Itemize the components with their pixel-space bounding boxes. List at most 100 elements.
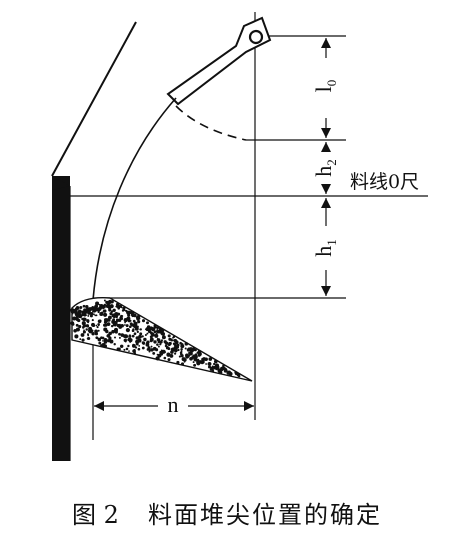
burden-particle — [125, 324, 129, 328]
burden-particle — [110, 310, 114, 313]
burden-particle — [139, 332, 143, 336]
burden-particle — [87, 320, 90, 323]
burden-particle — [139, 328, 142, 331]
burden-particle — [91, 331, 95, 336]
burden-particle — [200, 361, 204, 365]
burden-particle — [91, 319, 94, 322]
burden-particle — [155, 348, 159, 352]
burden-particle — [208, 357, 213, 361]
burden-particle — [205, 363, 208, 365]
burden-particle — [103, 318, 108, 322]
burden-particle — [90, 329, 94, 333]
burden-particle — [125, 328, 130, 333]
burden-particle — [135, 336, 140, 340]
burden-particle — [177, 348, 180, 352]
throat-slope-line — [51, 21, 137, 177]
burden-particle — [176, 360, 180, 364]
burden-particle — [141, 335, 144, 338]
burden-particle — [197, 353, 201, 357]
chute-pivot — [248, 29, 264, 45]
burden-particle — [167, 358, 171, 362]
burden-particle — [117, 304, 121, 309]
burden-particle — [189, 346, 193, 350]
burden-particle — [71, 322, 75, 326]
burden-particle — [111, 330, 115, 334]
burden-particle — [156, 337, 159, 340]
burden-particle — [159, 343, 162, 346]
burden-particle — [137, 320, 141, 324]
burden-particle — [150, 345, 153, 348]
burden-particle — [113, 327, 119, 332]
burden-particle — [124, 324, 126, 326]
burden-particle — [141, 341, 145, 345]
burden-particle — [141, 319, 146, 323]
burden-particle — [120, 323, 124, 328]
burden-particle — [108, 339, 112, 343]
caption-number: 图 2 — [72, 501, 119, 529]
burden-particle — [143, 337, 147, 342]
burden-particle — [153, 330, 157, 334]
burden-particle — [191, 357, 194, 360]
burden-particle — [85, 308, 88, 312]
burden-particle — [103, 299, 106, 302]
burden-particle — [106, 301, 111, 305]
burden-particle — [174, 352, 177, 355]
burden-particle — [180, 350, 183, 353]
burden-particle — [82, 304, 86, 308]
burden-particle — [213, 366, 217, 370]
label-h1-sub: 1 — [324, 239, 339, 246]
burden-particle — [223, 368, 228, 373]
burden-particle — [116, 323, 120, 327]
burden-particle — [159, 350, 163, 355]
burden-particle — [107, 315, 112, 320]
burden-particle — [105, 304, 110, 308]
burden-particle — [157, 329, 162, 334]
burden-particle — [127, 313, 131, 317]
burden-particle — [71, 310, 75, 314]
burden-particle — [136, 330, 139, 334]
burden-particle — [146, 332, 149, 335]
burden-particle — [194, 353, 198, 357]
burden-particle — [172, 335, 176, 339]
label-n: n — [168, 392, 179, 417]
burden-particle — [167, 343, 170, 346]
burden-particle — [121, 315, 124, 317]
dimension-l0 — [321, 38, 331, 138]
burden-particle — [80, 333, 85, 337]
burden-particle — [133, 348, 136, 351]
burden-particle — [125, 347, 129, 351]
burden-particle — [129, 320, 132, 322]
burden-particle — [150, 332, 154, 336]
burden-particle — [79, 306, 83, 309]
burden-particle — [102, 340, 104, 342]
burden-particle — [207, 361, 212, 366]
burden-particle — [234, 371, 237, 374]
burden-particle — [103, 340, 108, 344]
burden-particle — [153, 340, 157, 344]
burden-particle — [97, 311, 100, 314]
dimension-h1 — [321, 198, 331, 296]
burden-particle — [95, 336, 99, 340]
burden-particle — [102, 307, 105, 310]
burden-particle — [76, 307, 80, 310]
rotating-chute — [166, 16, 272, 106]
burden-particle — [87, 314, 90, 317]
wall-top-bevel — [52, 176, 70, 190]
burden-particle — [97, 329, 100, 332]
burden-particle — [172, 342, 176, 346]
burden-particle — [101, 343, 106, 348]
burden-particle — [95, 324, 98, 327]
burden-particle — [103, 309, 107, 313]
burden-particle — [120, 306, 123, 309]
burden-particle — [169, 353, 174, 358]
burden-particle — [120, 317, 123, 321]
burden-particle — [169, 338, 173, 341]
burden-particle — [114, 324, 117, 327]
label-h1: h1 — [311, 239, 339, 257]
burden-particle — [136, 314, 141, 319]
burden-particle — [146, 321, 149, 325]
burden-particle — [93, 306, 98, 311]
burden-particle — [79, 338, 82, 341]
dimension-n — [94, 401, 254, 411]
burden-particle — [193, 363, 197, 367]
